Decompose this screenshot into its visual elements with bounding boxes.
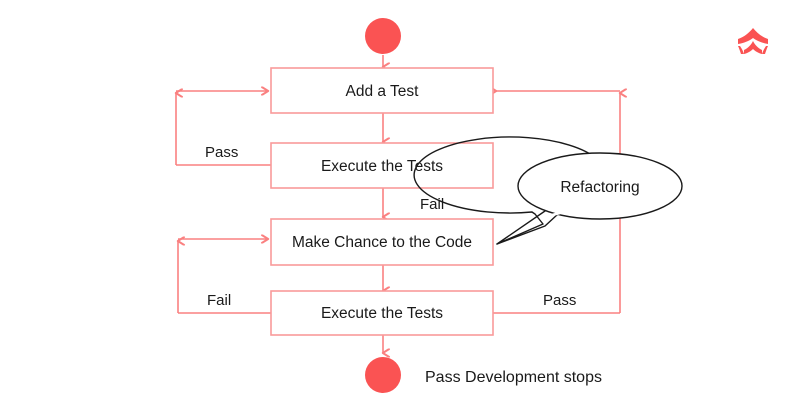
end-note-label: Pass Development stops xyxy=(425,369,602,386)
edge-label-pass-upper-left: Pass xyxy=(205,144,238,161)
edge-label-pass-lower-right: Pass xyxy=(543,292,576,309)
edge-label-fail-lower-left: Fail xyxy=(207,292,231,309)
node-add-a-test-label: Add a Test xyxy=(346,83,420,100)
callout-refactoring[interactable]: Refactoring xyxy=(413,136,683,245)
callout-bubble xyxy=(517,152,683,220)
node-execute-the-tests-2[interactable]: Execute the Tests xyxy=(270,290,494,336)
node-start-circle[interactable] xyxy=(365,18,401,54)
callout-tail xyxy=(496,213,559,245)
callout-refactoring-label: Refactoring xyxy=(560,179,639,196)
edge-label-fail-middle: Fail xyxy=(420,196,444,213)
node-make-chance-to-the-code-label: Make Chance to the Code xyxy=(292,234,472,251)
node-execute-the-tests-2-label: Execute the Tests xyxy=(321,305,443,322)
callout-tail-mask xyxy=(543,211,561,219)
node-execute-the-tests-1-label: Execute the Tests xyxy=(321,158,443,175)
node-make-chance-to-the-code[interactable]: Make Chance to the Code xyxy=(270,218,494,266)
node-end-circle[interactable] xyxy=(365,357,401,393)
node-execute-the-tests-1[interactable]: Execute the Tests xyxy=(270,142,494,189)
node-add-a-test[interactable]: Add a Test xyxy=(270,67,494,114)
brand-logo-icon xyxy=(738,28,768,54)
